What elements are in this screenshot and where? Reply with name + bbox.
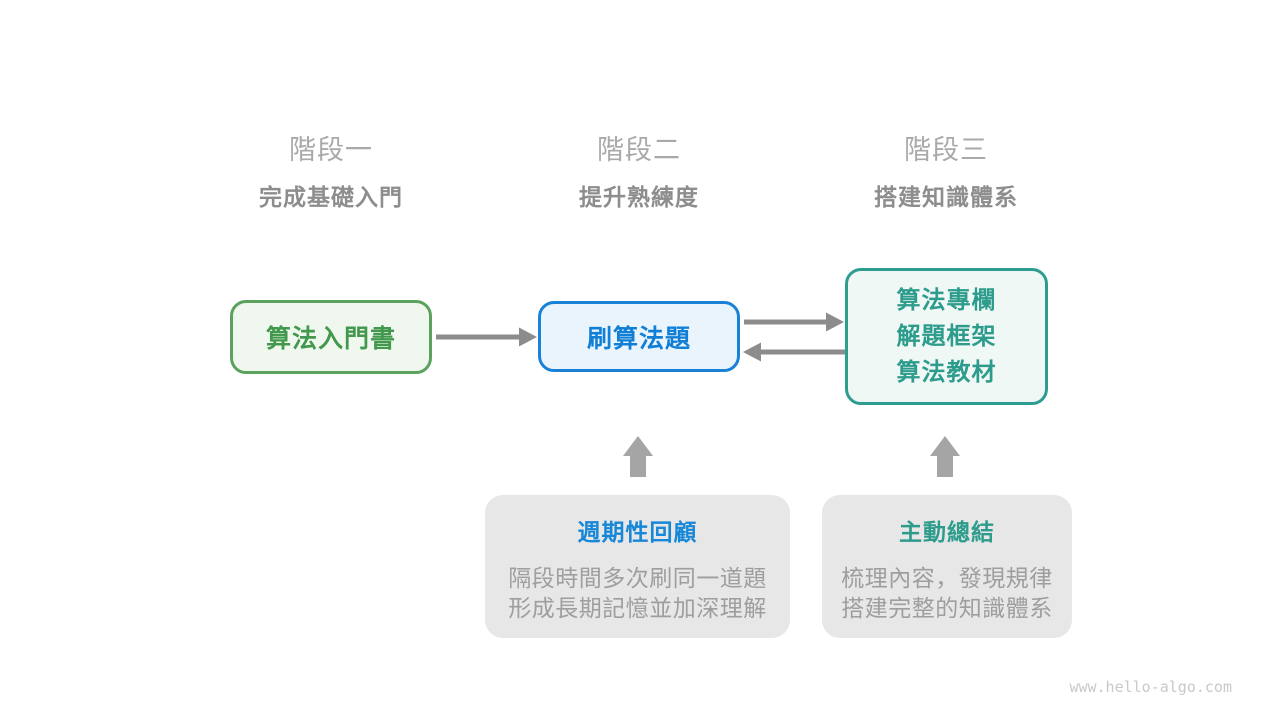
note-review-title: 週期性回顧 <box>577 519 698 545</box>
note-summary: 主動總結 梳理內容，發現規律 搭建完整的知識體系 <box>822 495 1072 638</box>
note-summary-line-1: 梳理內容，發現規律 <box>841 565 1053 591</box>
up-arrow-summary <box>930 436 960 477</box>
box-advanced-line-3: 算法教材 <box>896 358 997 386</box>
box-practice: 刷算法題 <box>538 301 740 372</box>
note-review: 週期性回顧 隔段時間多次刷同一道題 形成長期記憶並加深理解 <box>485 495 790 638</box>
note-summary-title: 主動總結 <box>899 519 995 545</box>
note-review-line-1: 隔段時間多次刷同一道題 <box>508 565 767 591</box>
box-advanced-line-2: 解題框架 <box>896 322 997 350</box>
box-intro-book-label: 算法入門書 <box>265 325 396 353</box>
arrow-advanced-to-practice <box>743 342 845 362</box>
stage-3-subtitle: 搭建知識體系 <box>874 184 1018 210</box>
note-review-line-2: 形成長期記憶並加深理解 <box>508 595 767 621</box>
stage-1-subtitle: 完成基礎入門 <box>259 184 403 210</box>
box-practice-label: 刷算法題 <box>586 324 691 353</box>
stage-3-label: 階段三 <box>904 135 988 165</box>
arrow-practice-to-advanced <box>744 312 844 332</box>
stage-1-label: 階段一 <box>289 135 373 165</box>
up-arrow-review <box>623 436 653 477</box>
stage-2-label: 階段二 <box>597 135 681 165</box>
box-advanced-line-1: 算法專欄 <box>896 286 997 314</box>
box-intro-book: 算法入門書 <box>230 300 432 374</box>
note-summary-line-2: 搭建完整的知識體系 <box>841 595 1053 621</box>
watermark: www.hello-algo.com <box>1069 678 1232 696</box>
arrow-book-to-practice <box>436 327 537 347</box>
stage-2-subtitle: 提升熟練度 <box>579 184 699 210</box>
box-advanced: 算法專欄 解題框架 算法教材 <box>845 268 1048 405</box>
